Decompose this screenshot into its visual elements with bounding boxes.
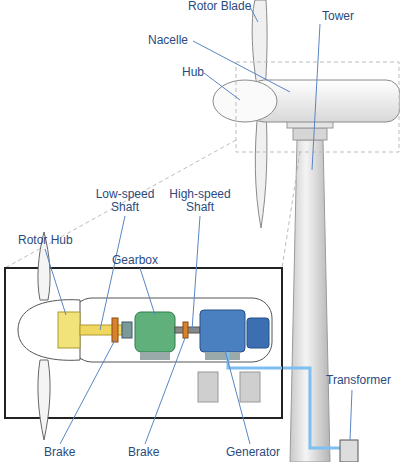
leader-line <box>312 24 320 170</box>
leader-line <box>45 249 66 315</box>
rotor-blade-shape <box>255 110 267 228</box>
leader-line <box>60 340 115 444</box>
support-pedestal <box>240 372 260 402</box>
part-label: Gearbox <box>112 254 158 267</box>
part-label: Transformer <box>326 374 391 387</box>
part-label: High-speed Shaft <box>164 188 236 214</box>
leader-line <box>225 350 250 444</box>
inset-drawing <box>18 232 282 440</box>
part-label: Low-speed Shaft <box>92 188 158 214</box>
part-label: Generator <box>226 446 280 459</box>
leader-line <box>192 216 200 330</box>
zoom-line <box>282 152 300 268</box>
leader-lines <box>45 7 352 444</box>
part-label: Rotor Blade <box>188 0 251 13</box>
part-label: Brake <box>44 446 75 459</box>
leader-line <box>100 216 125 330</box>
coupling-part <box>122 322 132 338</box>
leader-line <box>204 73 240 100</box>
tower-flange <box>293 128 327 140</box>
nose-cone <box>18 300 80 361</box>
hub-shape <box>213 80 277 122</box>
nacelle-outline <box>72 298 272 362</box>
brake-part <box>112 318 118 342</box>
leader-line <box>140 268 155 315</box>
power-cable <box>228 352 282 368</box>
leader-line <box>145 338 185 444</box>
part-label: Brake <box>128 446 159 459</box>
generator-part <box>200 310 245 352</box>
leader-line <box>350 390 352 440</box>
part-label: Tower <box>322 10 354 23</box>
generator-part <box>247 318 269 348</box>
part-label: Nacelle <box>148 34 188 47</box>
mounting-base <box>205 352 240 360</box>
mounting-base <box>140 352 170 360</box>
brake-part <box>183 322 188 338</box>
zoom-line <box>5 140 236 268</box>
support-pedestal <box>198 372 218 402</box>
transformer-symbol <box>340 440 358 462</box>
rotor-blade-shape <box>38 360 50 440</box>
part-label: Hub <box>182 66 204 79</box>
part-label: Rotor Hub <box>18 234 73 247</box>
rotor-blade-shape <box>252 0 267 92</box>
rotor-hub-part <box>58 312 80 348</box>
leader-line <box>193 41 290 92</box>
gearbox-part <box>135 312 175 352</box>
